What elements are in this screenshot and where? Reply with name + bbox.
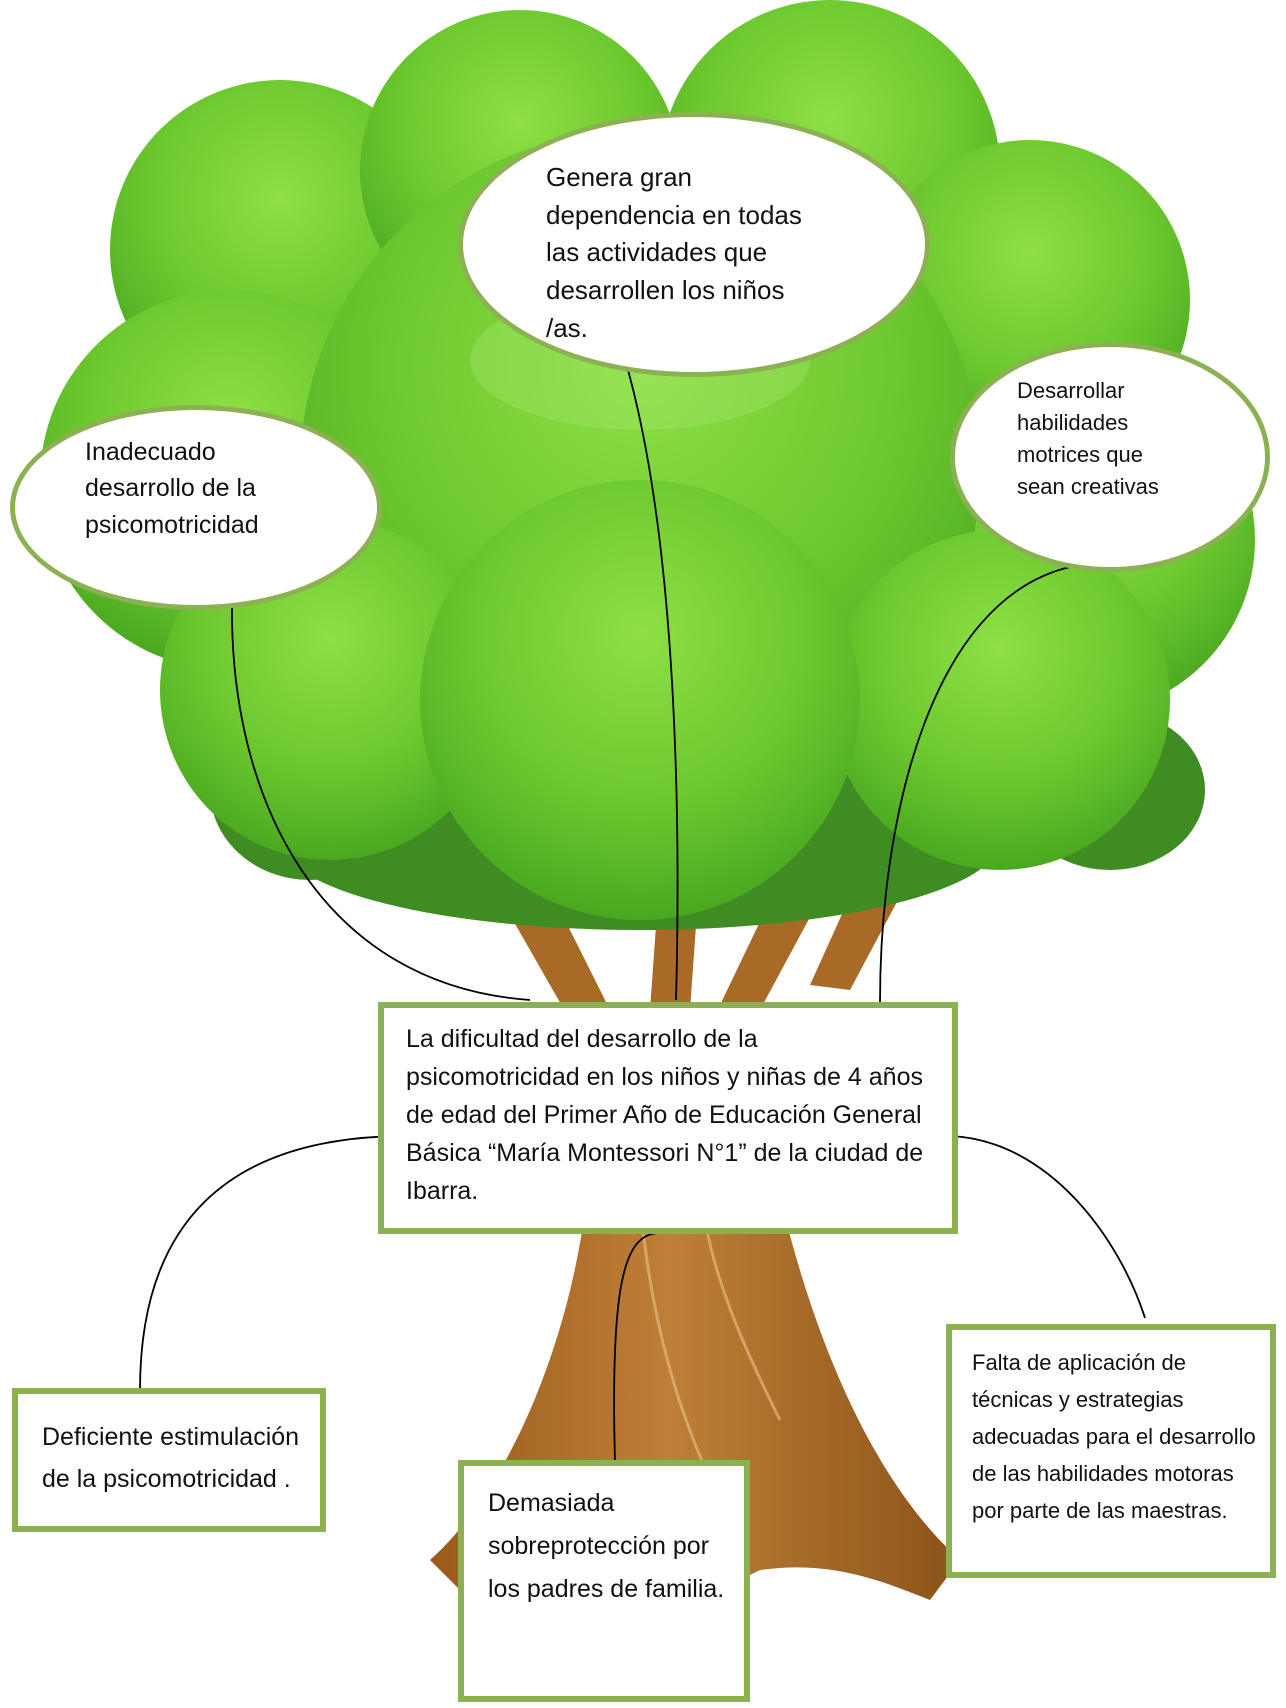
cause-right-text: Falta de aplicación de técnicas y estrat… xyxy=(972,1350,1256,1523)
cause-box-center: Demasiada sobreprotección por los padres… xyxy=(458,1460,750,1702)
effect-left-text: Inadecuado desarrollo de la psicomotrici… xyxy=(85,438,259,539)
effect-top-text: Genera gran dependencia en todas las act… xyxy=(546,162,802,343)
cause-box-left: Deficiente estimulación de la psicomotri… xyxy=(12,1388,326,1532)
cause-left-text: Deficiente estimulación de la psicomotri… xyxy=(42,1423,300,1493)
central-problem-box: La dificultad del desarrollo de la psico… xyxy=(378,1002,958,1234)
effect-bubble-left: Inadecuado desarrollo de la psicomotrici… xyxy=(10,405,382,610)
central-problem-text: La dificultad del desarrollo de la psico… xyxy=(406,1025,924,1205)
effect-bubble-top: Genera gran dependencia en todas las act… xyxy=(458,112,930,377)
effect-right-text: Desarrollar habilidades motrices que sea… xyxy=(1017,378,1159,499)
effect-bubble-right: Desarrollar habilidades motrices que sea… xyxy=(950,342,1270,572)
cause-center-text: Demasiada sobreprotección por los padres… xyxy=(488,1489,725,1603)
cause-box-right: Falta de aplicación de técnicas y estrat… xyxy=(946,1324,1276,1578)
connector-lines xyxy=(139,369,1146,1463)
